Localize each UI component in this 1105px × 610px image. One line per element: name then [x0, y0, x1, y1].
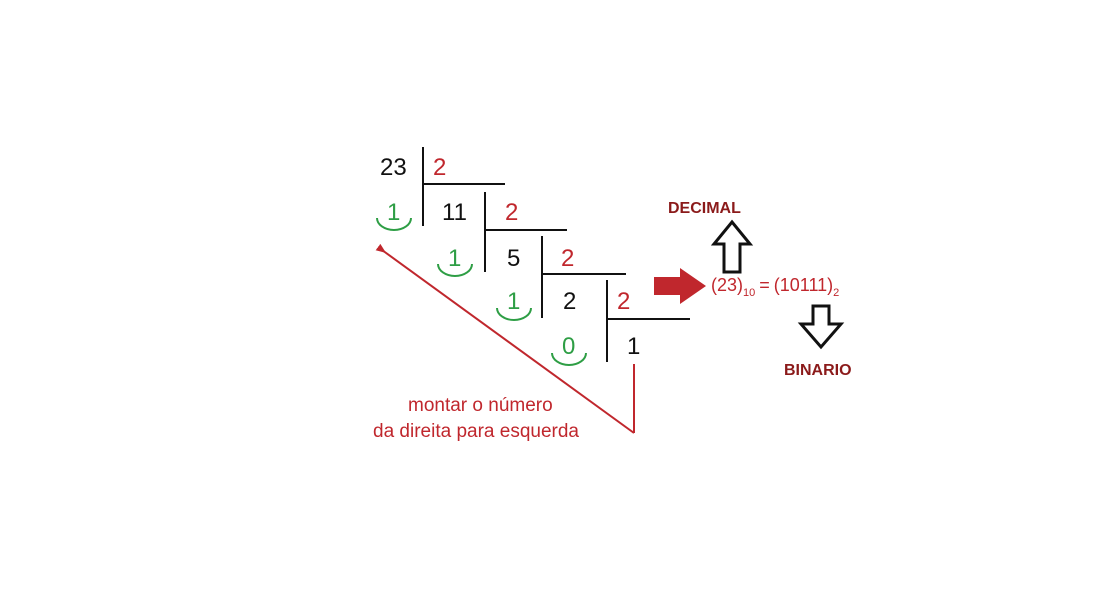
up-arrow-outline-icon [710, 219, 754, 274]
dividend: 1 [627, 333, 641, 360]
note-line-1: montar o número [408, 395, 553, 416]
conversion-equation: (23)10=(10111)2 [711, 276, 839, 299]
dividend: 23 [380, 154, 407, 181]
diagonal-arrow-icon [375, 243, 635, 434]
remainder: 0 [562, 333, 576, 360]
divisor: 2 [617, 288, 631, 315]
dividend: 5 [507, 245, 521, 272]
dividend: 2 [563, 288, 577, 315]
remainder-arc [437, 263, 473, 277]
divisor: 2 [561, 245, 575, 272]
down-arrow-outline-icon [797, 304, 845, 350]
binary-label: BINARIO [784, 362, 852, 379]
decimal-value: (23) [711, 275, 744, 295]
remainder-arc [496, 307, 532, 321]
divisor: 2 [505, 199, 519, 226]
remainder: 1 [448, 245, 462, 272]
binary-base: 2 [833, 287, 840, 299]
divisor: 2 [433, 154, 447, 181]
decimal-base: 10 [743, 287, 756, 299]
right-arrow-icon [654, 268, 706, 304]
decimal-label: DECIMAL [668, 200, 741, 217]
remainder: 1 [507, 288, 521, 315]
note-line-2: da direita para esquerda [373, 421, 579, 442]
remainder-arc [376, 217, 412, 231]
remainder: 1 [387, 199, 401, 226]
remainder-arc [551, 352, 587, 366]
dividend: 11 [442, 199, 467, 226]
binary-value: (10111) [773, 275, 834, 295]
equals-sign: = [759, 275, 770, 295]
